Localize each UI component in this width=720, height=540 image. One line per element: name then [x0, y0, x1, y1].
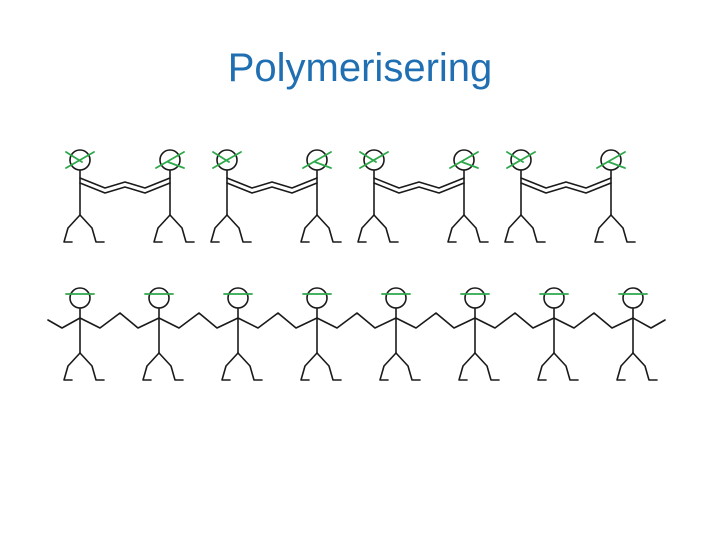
stick-figure: [379, 287, 421, 381]
stick-figure: [63, 287, 105, 381]
bond-marker: [608, 161, 626, 169]
bond-marker: [449, 151, 479, 169]
polymer-chain-arms: [47, 312, 666, 329]
polymer-chain-row: [47, 287, 666, 381]
monomer-row: [63, 149, 636, 243]
monomer-pair: [357, 149, 489, 243]
stick-figure: [594, 149, 636, 243]
stick-figure: [357, 149, 399, 243]
figure-head: [227, 287, 249, 309]
bond-marker: [302, 151, 332, 169]
figure-head: [385, 287, 407, 309]
figure-head: [464, 287, 486, 309]
bond-marker: [506, 151, 524, 163]
stick-figure: [300, 287, 342, 381]
monomer-pair: [504, 149, 636, 243]
monomer-pair: [210, 149, 342, 243]
bond-marker: [155, 151, 185, 169]
stick-figure: [142, 287, 184, 381]
stick-figure: [504, 149, 546, 243]
bond-marker: [596, 151, 626, 169]
double-bond-arm: [520, 177, 612, 189]
slide-title: Polymerisering: [227, 46, 493, 90]
figure-head: [543, 287, 565, 309]
stick-figure: [537, 287, 579, 381]
bond-marker: [314, 161, 332, 169]
figure-head: [306, 287, 328, 309]
double-bond-arm: [373, 182, 465, 194]
polymerization-illustration: [47, 149, 666, 381]
double-bond-arm: [226, 177, 318, 189]
figure-head: [148, 287, 170, 309]
bond-marker: [359, 151, 377, 163]
double-bond-arm: [79, 177, 171, 189]
stick-figure: [63, 149, 105, 243]
monomer-pair: [63, 149, 195, 243]
stick-figure: [616, 287, 658, 381]
bond-marker: [65, 151, 83, 163]
stick-figure: [153, 149, 195, 243]
double-bond-arm: [79, 182, 171, 194]
stick-figure: [447, 149, 489, 243]
double-bond-arm: [373, 177, 465, 189]
bond-marker: [461, 161, 479, 169]
double-bond-arm: [226, 182, 318, 194]
stick-figure: [458, 287, 500, 381]
figure-head: [69, 287, 91, 309]
double-bond-arm: [520, 182, 612, 194]
stick-figure: [300, 149, 342, 243]
figure-head: [622, 287, 644, 309]
stick-figure: [210, 149, 252, 243]
bond-marker: [167, 161, 185, 169]
bond-marker: [212, 151, 230, 163]
stick-figure: [221, 287, 263, 381]
